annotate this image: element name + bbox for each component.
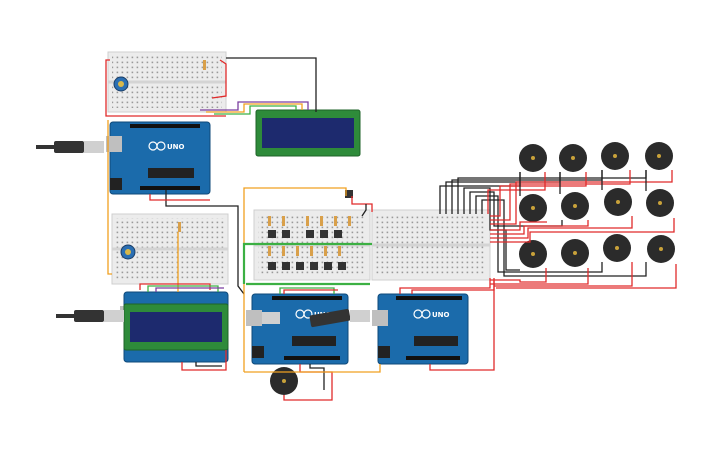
pushbutton-icon[interactable] xyxy=(310,262,318,270)
lcd-display-bottom[interactable] xyxy=(123,303,229,351)
arduino-board-right[interactable]: UNO xyxy=(372,293,469,365)
resistors xyxy=(178,60,351,256)
pushbutton-icon[interactable] xyxy=(320,230,328,238)
pushbutton-icon[interactable] xyxy=(334,230,342,238)
pushbutton-icon[interactable] xyxy=(282,230,290,238)
buzzer-grid[interactable] xyxy=(270,142,675,395)
pushbutton-icon[interactable] xyxy=(268,262,276,270)
arduino-logo-icon xyxy=(148,141,166,151)
potentiometer-icon[interactable] xyxy=(113,76,129,92)
pushbutton-icon[interactable] xyxy=(296,262,304,270)
board-label-uno: UNO xyxy=(432,311,450,319)
pushbutton-row-top[interactable] xyxy=(268,230,342,238)
pushbutton-icon[interactable] xyxy=(306,230,314,238)
pushbutton-icon[interactable] xyxy=(338,262,346,270)
arduino-board-center[interactable]: UNO xyxy=(246,293,349,365)
breadboard-right[interactable] xyxy=(371,209,491,281)
usb-plug-icon[interactable] xyxy=(56,310,124,322)
usb-plug-icon[interactable] xyxy=(262,308,370,328)
arduino-logo-icon xyxy=(413,309,431,319)
board-label-uno: UNO xyxy=(167,143,185,151)
pushbutton-icon[interactable] xyxy=(345,190,353,198)
pushbutton-icon[interactable] xyxy=(282,262,290,270)
arduino-board-top-left[interactable]: UNO xyxy=(106,121,211,195)
buzzer-centers xyxy=(282,154,663,383)
pushbutton-row-bottom[interactable] xyxy=(268,262,346,270)
wires[interactable] xyxy=(105,57,677,401)
lcd-display-top[interactable] xyxy=(255,109,361,157)
arduino-logo-icon xyxy=(295,309,313,319)
pushbutton-icon[interactable] xyxy=(268,230,276,238)
pushbutton-icon[interactable] xyxy=(324,262,332,270)
potentiometer-icon[interactable] xyxy=(120,244,136,260)
usb-plug-icon[interactable] xyxy=(36,141,104,153)
